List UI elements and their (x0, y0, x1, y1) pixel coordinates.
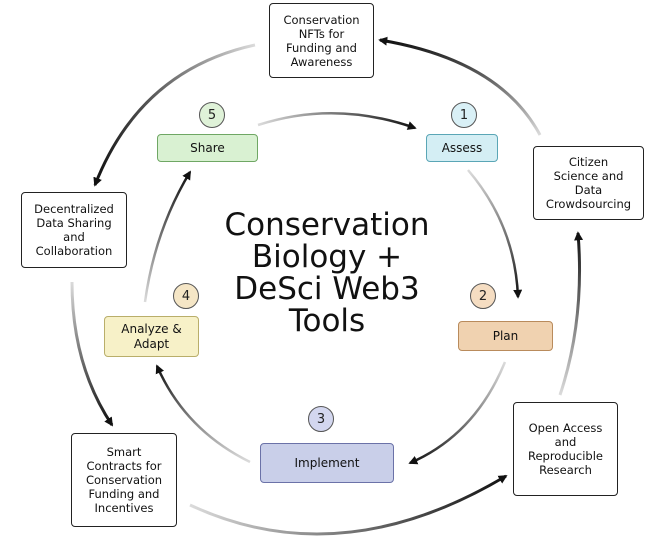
arrow-nfts-to-decentralized (93, 43, 256, 187)
center-title: Conservation Biology + DeSci Web3 Tools (224, 207, 430, 339)
arrow-implement-to-analyze (155, 364, 251, 464)
step-implement-label: Implement (294, 455, 360, 470)
step-implement: Implement (260, 443, 394, 483)
step-number-5: 5 (199, 102, 225, 128)
arrow-open-access-to-citizen (558, 231, 584, 396)
step-plan: Plan (458, 321, 553, 351)
box-decentralized-data: Decentralized Data Sharing and Collabora… (21, 192, 127, 268)
box-decentralized-data-label: Decentralized Data Sharing and Collabora… (34, 202, 114, 258)
step-number-3: 3 (308, 406, 334, 432)
box-smart-contracts: Smart Contracts for Conservation Funding… (71, 433, 177, 527)
step-number-1: 1 (451, 102, 477, 128)
box-citizen-science-label: Citizen Science and Data Crowdsourcing (545, 155, 632, 211)
arrow-citizen-to-nfts (378, 36, 542, 136)
step-share: Share (157, 134, 258, 162)
step-analyze-adapt: Analyze & Adapt (104, 316, 199, 357)
step-number-4: 4 (173, 283, 199, 309)
arrow-share-to-assess (257, 111, 417, 130)
arrow-decentralized-to-smart-contracts (70, 281, 114, 427)
step-analyze-adapt-label: Analyze & Adapt (121, 321, 182, 351)
arrow-plan-to-implement (408, 361, 507, 465)
step-number-2: 2 (470, 283, 496, 309)
box-conservation-nfts: Conservation NFTs for Funding and Awaren… (269, 3, 374, 78)
step-share-label: Share (190, 140, 225, 155)
arrow-analyze-to-share (143, 170, 192, 303)
arrow-smart-contracts-to-open-access (189, 474, 508, 536)
box-smart-contracts-label: Smart Contracts for Conservation Funding… (85, 445, 163, 515)
arrow-assess-to-plan (467, 169, 523, 299)
box-open-access-label: Open Access and Reproducible Research (527, 421, 604, 477)
step-assess: Assess (426, 134, 498, 162)
step-plan-label: Plan (492, 328, 519, 343)
step-assess-label: Assess (441, 140, 483, 155)
box-conservation-nfts-label: Conservation NFTs for Funding and Awaren… (283, 12, 360, 69)
box-citizen-science: Citizen Science and Data Crowdsourcing (533, 146, 644, 220)
box-open-access: Open Access and Reproducible Research (513, 402, 618, 496)
